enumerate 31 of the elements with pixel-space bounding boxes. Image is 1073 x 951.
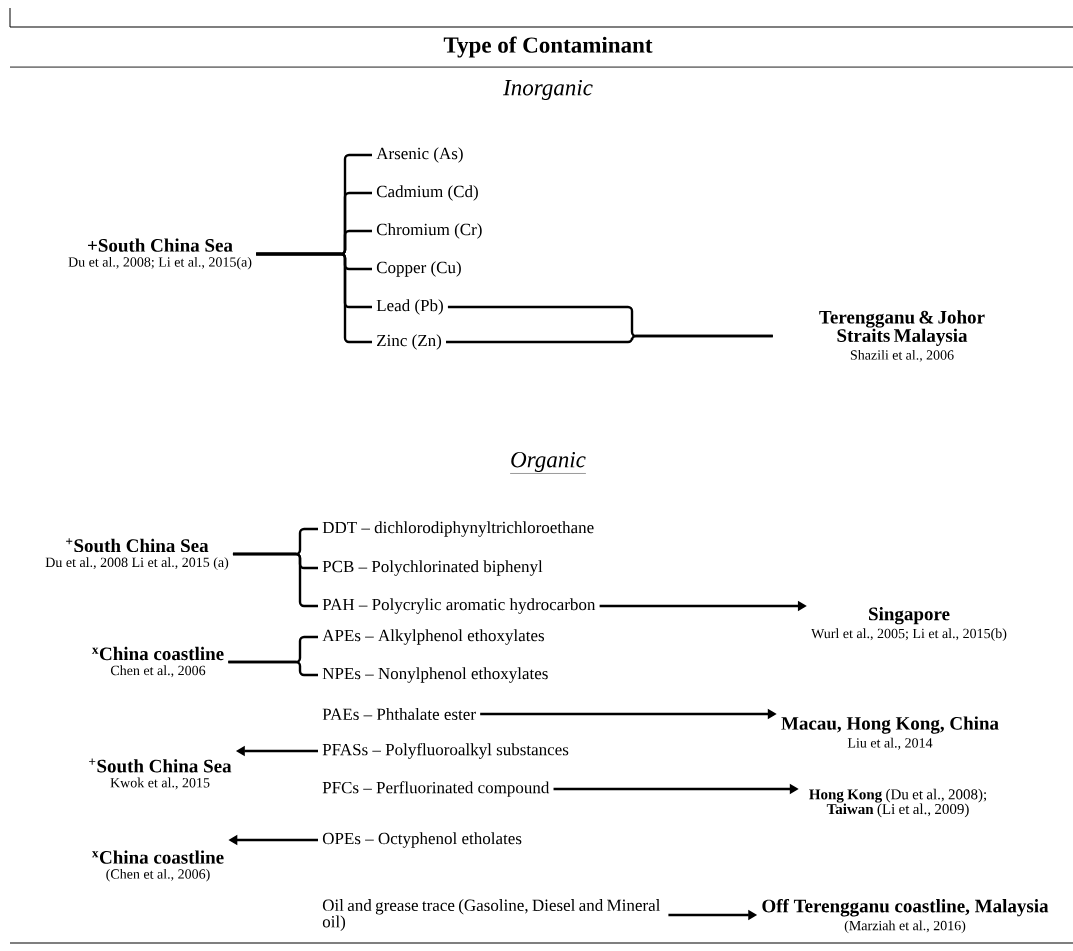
contaminant-label: DDT – dichlorodiphynyltrichloroethane	[322, 521, 594, 537]
location-label: $^{x}$China coastline (Chen et al., 2006)	[91, 850, 224, 882]
contaminant-label: Cadmium (Cd)	[376, 185, 478, 201]
location-label: Hong Kong (Du et al., 2008); Taiwan (Li et al., 2009)	[809, 788, 986, 818]
location-label: Off Terengganu coastline, Malaysia (Marziah et al., 2016)	[762, 898, 1049, 934]
title: Type of Contaminant	[443, 36, 653, 58]
contaminant-label: APEs – Alkylphenol ethoxylates	[322, 629, 544, 645]
contaminant-label: Oil and grease trace (Gasoline, Diesel and Mineral oil)	[322, 899, 661, 931]
contaminant-label: PAH – Polycrylic aromatic hydrocarbon	[322, 598, 596, 614]
contaminant-label: PAEs – Phthalate ester	[322, 708, 476, 720]
contaminant-label: OPEs – Octyphenol etholates	[322, 832, 522, 848]
location-label: $^{+}$South China Sea Du et al., 2008 Li et al., 2015 (a)	[45, 538, 229, 570]
bracket	[256, 252, 372, 344]
contaminant-label: Zinc (Zn)	[377, 334, 442, 350]
contaminant-label: Arsenic (As)	[376, 147, 463, 163]
contaminant-label: PCB – Polychlorinated biphenyl	[322, 560, 543, 576]
location-label: Terengganu & Johor Straits Malaysia Shazili et al., 2006	[819, 310, 985, 362]
location-label: Macau, Hong Kong, China Liu et al., 2014	[781, 716, 999, 750]
contaminant-label: NPEs – Nonylphenol ethoxylates	[322, 667, 548, 683]
contaminant-label: Copper (Cu)	[376, 261, 461, 277]
contaminant-label: Lead (Pb)	[376, 299, 443, 315]
contaminant-label: PFASs – Polyfluoroalkyl substances	[322, 743, 569, 759]
contaminant-label: PFCs – Perfluorinated compound	[322, 781, 550, 797]
contaminant-label: Chromium (Cr)	[376, 223, 482, 239]
bracket	[446, 334, 773, 344]
location-label: $^{x}$China coastline Chen et al., 2006	[91, 646, 224, 678]
location-label: $^{+}$South China Sea Kwok et al., 2015	[89, 758, 232, 790]
section-heading: Organic	[509, 451, 587, 474]
location-label: Singapore Wurl et al., 2005; Li et al., 2015(b)	[811, 607, 1007, 642]
location-label: +South China Sea Du et al., 2008; Li et al., 2015(a)	[68, 238, 252, 270]
section-heading: Inorganic	[503, 79, 593, 101]
